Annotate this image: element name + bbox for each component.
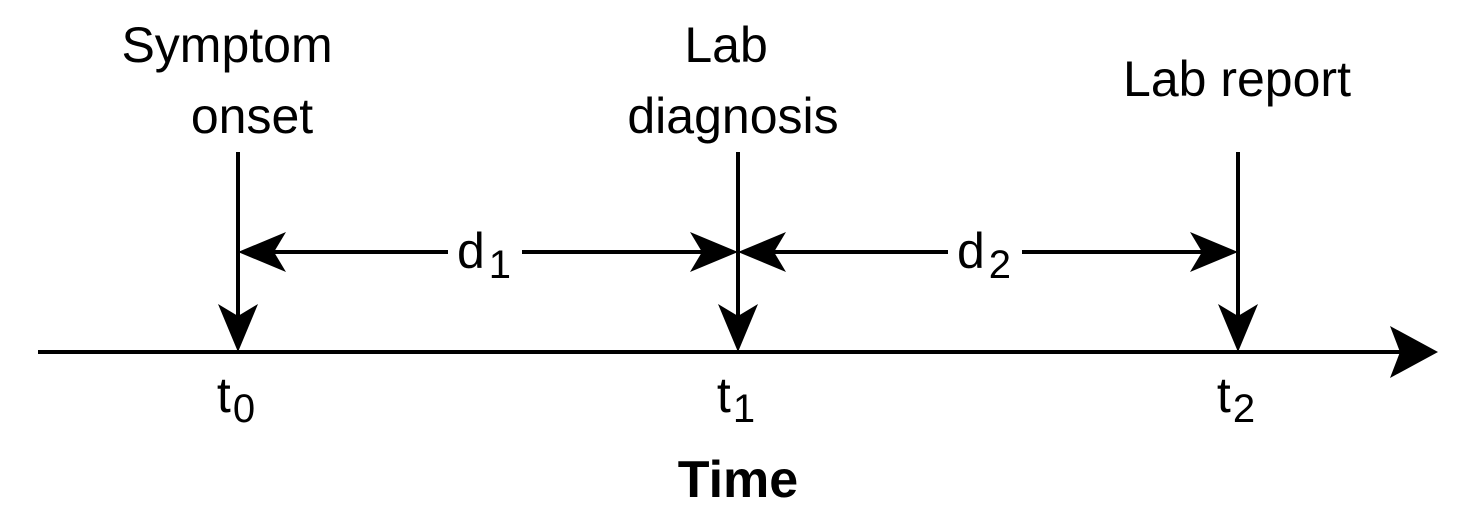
symptom-onset-label: Symptom onset [121, 17, 346, 144]
lab-report-marker-arrowhead [1218, 304, 1258, 352]
duration-d1-right-arrowhead [690, 232, 738, 272]
tick-t1-label: t1 [717, 367, 755, 431]
time-axis-title: Time [678, 451, 798, 509]
duration-d1-subscript: 1 [489, 243, 511, 287]
lab-diagnosis-label: Lab diagnosis [627, 17, 838, 144]
duration-d2-left-arrowhead [738, 232, 786, 272]
tick-t0-label: t0 [217, 367, 255, 431]
lab-report-label: Lab report [1123, 51, 1351, 107]
tick-t2-base: t [1217, 367, 1231, 423]
tick-t1-base: t [717, 367, 731, 423]
time-axis-arrowhead [1390, 326, 1438, 378]
symptom-onset-label-line1: Symptom [121, 17, 332, 73]
lab-diagnosis-marker-arrowhead [718, 304, 758, 352]
tick-t0-base: t [217, 367, 231, 423]
symptom-onset-marker-arrowhead [218, 304, 258, 352]
tick-t1-subscript: 1 [733, 387, 755, 431]
lab-diagnosis-label-line2: diagnosis [627, 88, 838, 144]
tick-t2-subscript: 2 [1233, 387, 1255, 431]
symptom-onset-label-line2: onset [191, 88, 313, 144]
duration-d1-left-arrowhead [238, 232, 286, 272]
tick-t2-label: t2 [1217, 367, 1255, 431]
lab-diagnosis-label-line1: Lab [684, 17, 767, 73]
duration-d2-subscript: 2 [989, 243, 1011, 287]
duration-d1-base: d [457, 223, 485, 279]
duration-d2-right-arrowhead [1190, 232, 1238, 272]
duration-d2-base: d [957, 223, 985, 279]
tick-t0-subscript: 0 [233, 387, 255, 431]
